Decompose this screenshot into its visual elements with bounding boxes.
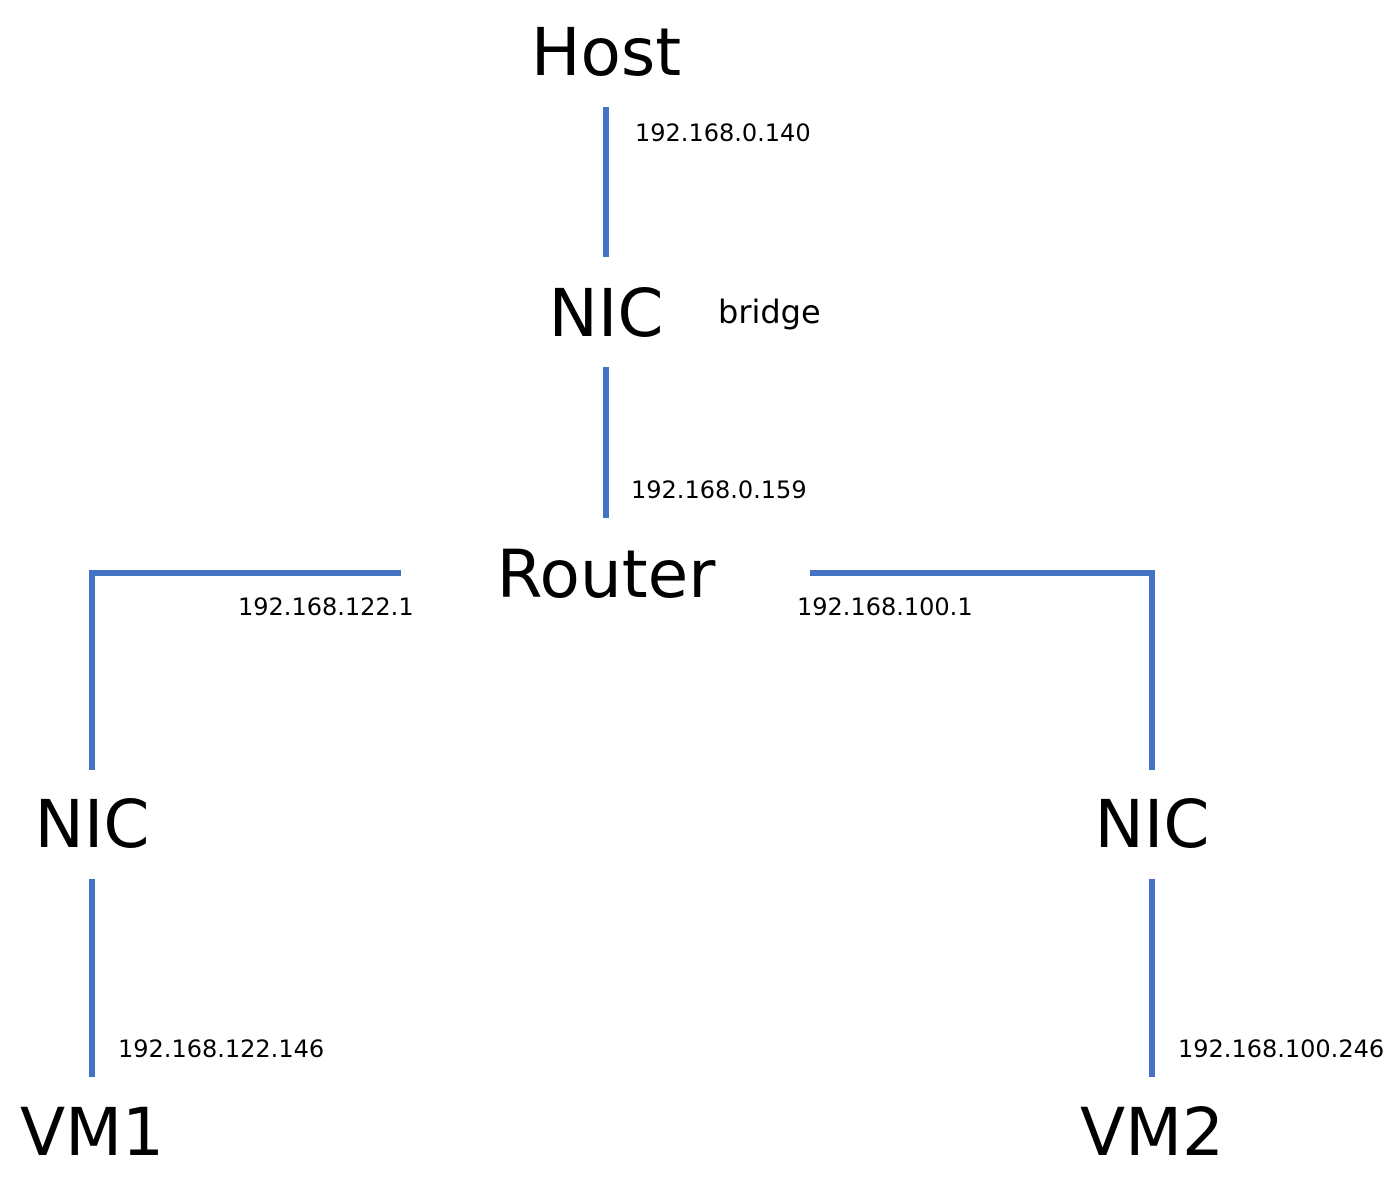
ip-router-wan: 192.168.0.159 [631, 476, 807, 504]
node-host: Host [530, 14, 682, 91]
node-vm1: VM1 [19, 1094, 165, 1171]
ip-host: 192.168.0.140 [635, 119, 811, 147]
node-nic-host: NIC [548, 275, 664, 352]
ip-vm1: 192.168.122.146 [118, 1035, 325, 1063]
ip-router-vm2-side: 192.168.100.1 [797, 593, 973, 621]
node-vm2: VM2 [1079, 1094, 1225, 1171]
link-router-vm2-nic [810, 570, 1155, 770]
bridge-label: bridge [718, 293, 821, 331]
node-nic-vm1: NIC [34, 786, 150, 863]
ip-vm2: 192.168.100.246 [1178, 1035, 1385, 1063]
ip-router-vm1-side: 192.168.122.1 [238, 593, 414, 621]
link-router-vm1-nic [89, 570, 401, 770]
node-router: Router [496, 536, 716, 613]
node-nic-vm2: NIC [1094, 786, 1210, 863]
